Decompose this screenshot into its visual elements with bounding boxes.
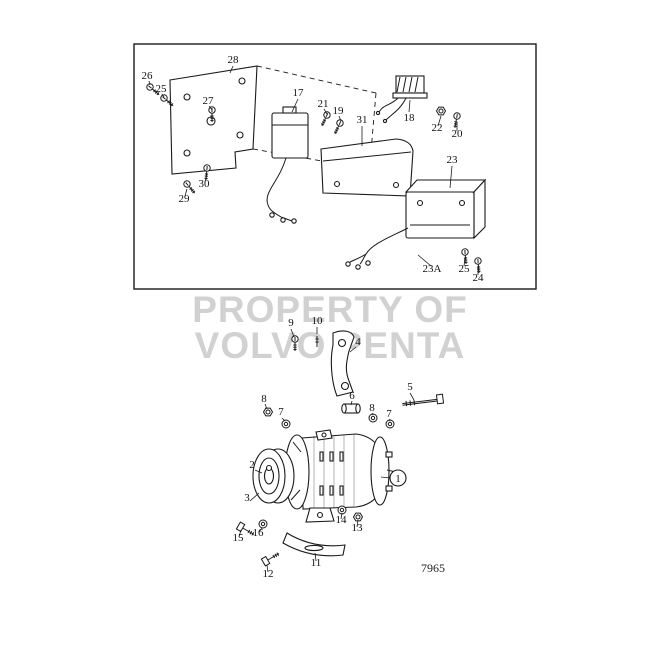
callout-22: 22 (432, 122, 443, 134)
callout-13: 13 (352, 522, 364, 534)
bracket-4 (330, 330, 355, 397)
leader-lines (148, 65, 479, 573)
figure-number: 7965 (421, 561, 445, 575)
regulator-23 (404, 178, 487, 240)
callout-24: 24 (473, 272, 485, 284)
screw-20 (451, 111, 462, 129)
callout-14: 14 (336, 514, 348, 526)
wiring-harness-23a (345, 227, 409, 270)
callout-4: 4 (355, 336, 361, 348)
screw-19 (331, 118, 345, 136)
callout-19: 19 (333, 105, 345, 117)
callout-10: 10 (312, 315, 324, 327)
callout-31: 31 (357, 114, 368, 126)
watermark-line2: VOLVO PENTA (195, 325, 466, 366)
inset-box-border (133, 43, 537, 290)
cover-plate-31 (320, 138, 414, 197)
bolt-5 (401, 393, 445, 409)
callout-29: 29 (179, 193, 191, 205)
spacer-6 (341, 403, 361, 414)
callout-1: 1 (395, 473, 401, 485)
module-17 (266, 106, 309, 224)
washer-14 (337, 505, 347, 515)
rectifier-18 (375, 75, 428, 124)
callout-3: 3 (244, 492, 250, 504)
foot-bracket-11 (282, 532, 346, 557)
callout-23a: 23A (423, 263, 442, 275)
callout-16: 16 (253, 527, 265, 539)
screw-21 (318, 110, 332, 128)
callout-6: 6 (349, 390, 355, 402)
nut-8a (263, 407, 273, 417)
callout-23: 23 (447, 154, 459, 166)
washer-7a (281, 419, 291, 429)
callout-30: 30 (199, 178, 211, 190)
callout-21: 21 (318, 98, 329, 110)
callout-25a: 25 (156, 83, 168, 95)
callout-12: 12 (263, 568, 274, 580)
callout-25b: 25 (459, 263, 471, 275)
callout-11: 11 (311, 557, 322, 569)
callout-18: 18 (404, 112, 416, 124)
nut-22 (436, 106, 446, 116)
nut-13 (353, 512, 363, 522)
callout-5: 5 (407, 381, 413, 393)
bolt-12 (260, 549, 282, 567)
watermark: PROPERTY OF VOLVO PENTA (192, 289, 468, 366)
washer-8b (368, 413, 378, 423)
callout-7b: 7 (386, 408, 392, 420)
callout-27: 27 (203, 95, 215, 107)
callout-9: 9 (288, 317, 294, 329)
callout-8b: 8 (369, 402, 375, 414)
callout-28: 28 (228, 54, 240, 66)
callout-7a: 7 (278, 406, 284, 418)
callout-2: 2 (249, 459, 255, 471)
screw-25b (461, 248, 470, 265)
callout-20: 20 (452, 128, 464, 140)
callout-26: 26 (142, 70, 154, 82)
alternator-1 (252, 429, 397, 523)
callout-labels: 26 25 28 27 17 21 19 31 18 22 20 23 30 2… (142, 54, 485, 580)
callout-8a: 8 (261, 393, 267, 405)
watermark-line1: PROPERTY OF (192, 289, 468, 330)
callout-15: 15 (233, 532, 245, 544)
washer-7b (385, 419, 395, 429)
callout-17: 17 (293, 87, 305, 99)
